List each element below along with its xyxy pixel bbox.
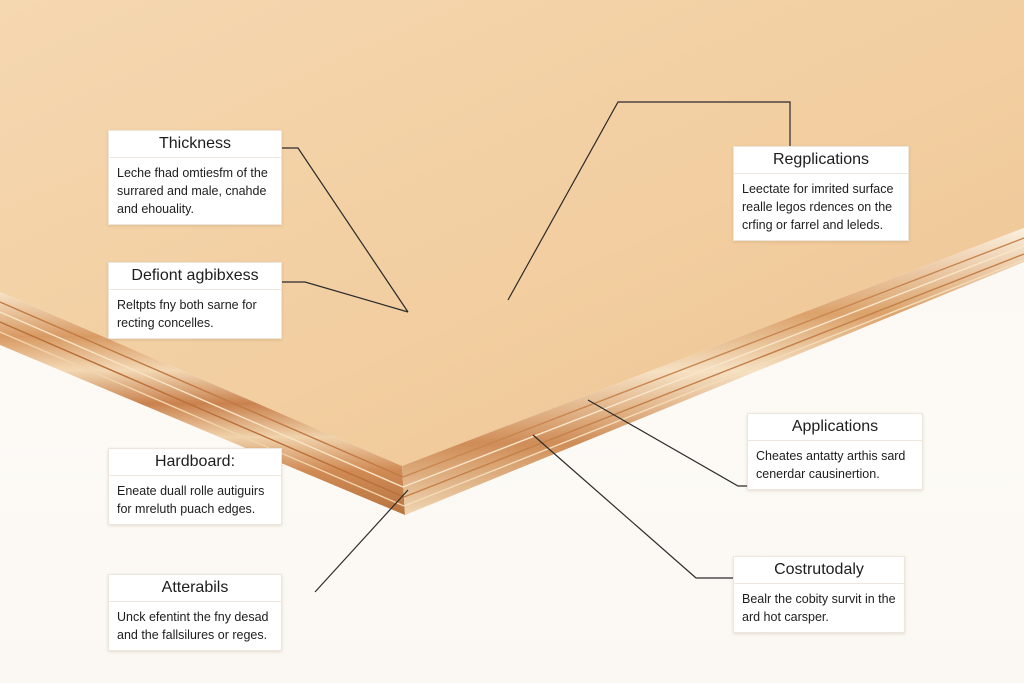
callout-hardboard: Hardboard: Eneate duall rolle autiguirs …	[108, 448, 282, 525]
leader-lines	[282, 101, 791, 593]
callout-thickness-title: Thickness	[109, 131, 281, 158]
leader-regplications	[507, 101, 791, 301]
callout-thickness-desc: Leche fhad omtiesfm of the surrared and …	[117, 166, 268, 216]
callout-atterabils-desc: Unck efentint the fny desad and the fall…	[117, 610, 269, 642]
callout-regplications-desc: Leectate for imrited surface realle lego…	[742, 182, 894, 232]
leader-thickness	[282, 147, 409, 313]
ply-layer-lines	[0, 237, 1024, 507]
callout-costrutodaly-desc: Bealr the cobity survit in the ard hot c…	[742, 592, 896, 624]
callout-applications: Applications Cheates antatty arthis sard…	[747, 413, 923, 490]
callout-hardboard-desc: Eneate duall rolle autiguirs for mreluth…	[117, 484, 265, 516]
board-right-edge	[402, 228, 1024, 515]
board-front-edge	[0, 292, 405, 515]
callout-thickness: Thickness Leche fhad omtiesfm of the sur…	[108, 130, 282, 225]
leader-hardboard	[314, 489, 409, 593]
callout-atterabils: Atterabils Unck efentint the fny desad a…	[108, 574, 282, 651]
callout-costrutodaly: Costrutodaly Bealr the cobity survit in …	[733, 556, 905, 633]
callout-hardboard-title: Hardboard:	[109, 449, 281, 476]
leader-defiont	[282, 281, 409, 313]
callout-defiont-desc: Reltpts fny both sarne for recting conce…	[117, 298, 257, 330]
leader-applications	[587, 399, 747, 487]
callout-regplications-title: Regplications	[734, 147, 908, 174]
callout-applications-desc: Cheates antatty arthis sard cenerdar cau…	[756, 449, 906, 481]
callout-costrutodaly-title: Costrutodaly	[734, 557, 904, 584]
leader-costrutodaly	[532, 434, 733, 579]
board-top-surface	[0, 0, 1024, 466]
callout-defiont: Defiont agbibxess Reltpts fny both sarne…	[108, 262, 282, 339]
callout-atterabils-title: Atterabils	[109, 575, 281, 602]
callout-defiont-title: Defiont agbibxess	[109, 263, 281, 290]
callout-applications-title: Applications	[748, 414, 922, 441]
callout-regplications: Regplications Leectate for imrited surfa…	[733, 146, 909, 241]
